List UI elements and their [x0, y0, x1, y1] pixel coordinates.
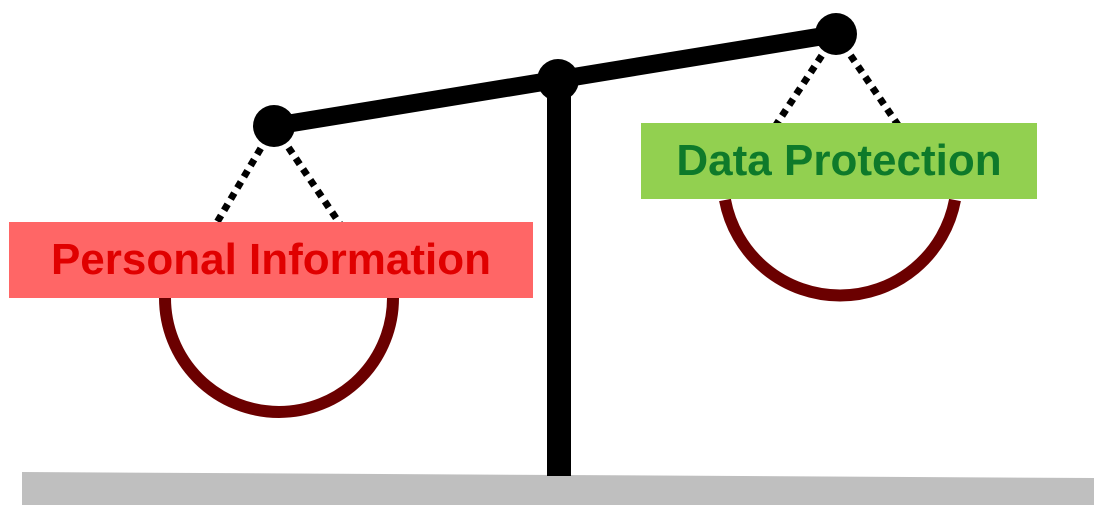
- right-pivot-knob: [815, 13, 857, 55]
- left-pivot-knob: [253, 105, 295, 147]
- scale-post: [547, 78, 571, 476]
- ground-platform: [22, 472, 1094, 505]
- data-protection-text: Data Protection: [676, 136, 1002, 185]
- data-protection-label: Data Protection: [641, 123, 1037, 199]
- left-pan: [159, 297, 399, 418]
- personal-information-label: Personal Information: [9, 222, 533, 298]
- center-pivot-knob: [537, 59, 579, 101]
- right-pan: [719, 198, 961, 302]
- personal-information-text: Personal Information: [50, 235, 492, 284]
